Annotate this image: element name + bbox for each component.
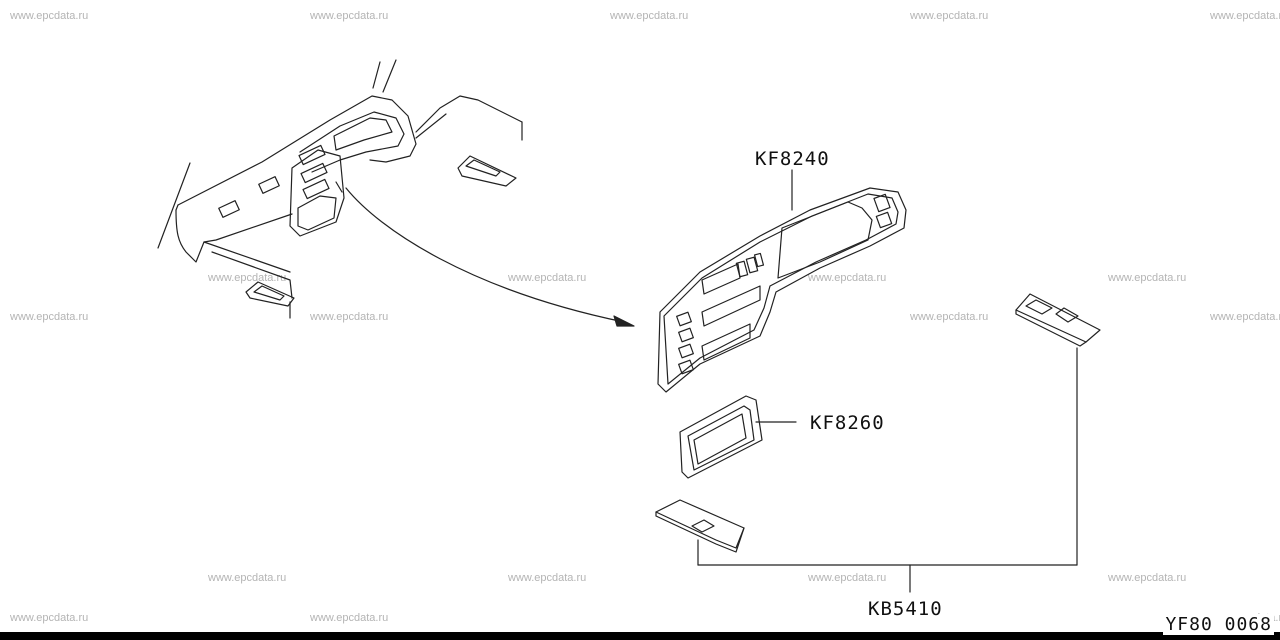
watermark: www.epcdata.ru bbox=[208, 272, 287, 284]
watermark: www.epcdata.ru bbox=[208, 572, 287, 584]
watermark: www.epcdata.ru bbox=[508, 572, 587, 584]
watermark: www.epcdata.ru bbox=[808, 572, 887, 584]
part-label-cluster-lid: KF8240 bbox=[755, 148, 830, 170]
watermark: www.epcdata.ru bbox=[1210, 311, 1280, 323]
watermark: www.epcdata.ru bbox=[10, 10, 89, 22]
meter-bezel-drawing bbox=[679, 395, 797, 479]
watermark: www.epcdata.ru bbox=[1108, 272, 1187, 284]
bottom-border bbox=[0, 632, 1280, 640]
part-label-ornament: KB5410 bbox=[868, 598, 943, 620]
watermark: www.epcdata.ru bbox=[910, 10, 989, 22]
watermark: www.epcdata.ru bbox=[10, 311, 89, 323]
watermark: www.epcdata.ru bbox=[808, 272, 887, 284]
ornament-drawing bbox=[655, 293, 1101, 593]
watermark: www.epcdata.ru bbox=[508, 272, 587, 284]
watermark: www.epcdata.ru bbox=[610, 10, 689, 22]
diagram-code: YF80 0068 bbox=[1163, 614, 1274, 635]
reference-arrow bbox=[345, 187, 635, 327]
watermark: www.epcdata.ru bbox=[910, 311, 989, 323]
watermark: www.epcdata.ru bbox=[310, 10, 389, 22]
dashboard-overview bbox=[157, 59, 523, 319]
part-label-meter-bezel: KF8260 bbox=[810, 412, 885, 434]
watermark: www.epcdata.ru bbox=[1108, 572, 1187, 584]
cluster-lid-drawing bbox=[657, 169, 907, 393]
watermark: www.epcdata.ru bbox=[310, 612, 389, 624]
watermark: www.epcdata.ru bbox=[1210, 10, 1280, 22]
watermark: www.epcdata.ru bbox=[10, 612, 89, 624]
watermark: www.epcdata.ru bbox=[310, 311, 389, 323]
